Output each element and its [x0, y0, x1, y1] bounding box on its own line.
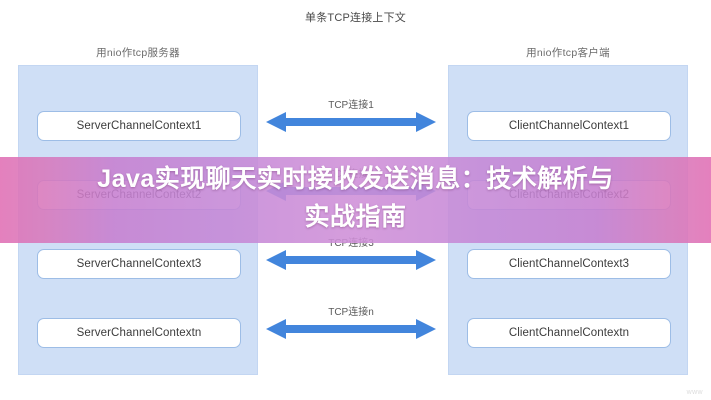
- connection-group-1: TCP连接1: [266, 96, 436, 136]
- watermark: www: [686, 389, 703, 396]
- client-context-box-n[interactable]: ClientChannelContextn: [467, 318, 671, 348]
- server-context-box-3[interactable]: ServerChannelContext3: [37, 249, 241, 279]
- connection-group-3: TCP连接3: [266, 234, 436, 274]
- right-panel-header: 用nio作tcp客户端: [526, 47, 610, 59]
- connection-group-n: TCP连接n: [266, 303, 436, 343]
- diagram-title: 单条TCP连接上下文: [305, 12, 406, 24]
- overlay-title-line-1: Java实现聊天实时接收发送消息：技术解析与: [97, 165, 614, 193]
- bidirectional-arrow-icon: [266, 319, 436, 339]
- bidirectional-arrow-icon: [266, 112, 436, 132]
- left-panel-header: 用nio作tcp服务器: [96, 47, 180, 59]
- connection-label-1: TCP连接1: [328, 100, 374, 111]
- connection-label-n: TCP连接n: [328, 307, 374, 318]
- overlay-title-line-2: 实战指南: [304, 203, 407, 231]
- overlay-banner: [0, 157, 711, 243]
- client-context-box-3[interactable]: ClientChannelContext3: [467, 249, 671, 279]
- client-context-box-1[interactable]: ClientChannelContext1: [467, 111, 671, 141]
- overlay-title: Java实现聊天实时接收发送消息：技术解析与 实战指南: [0, 160, 711, 236]
- connection-label-3: TCP连接3: [328, 238, 374, 249]
- bidirectional-arrow-icon: [266, 250, 436, 270]
- server-context-box-n[interactable]: ServerChannelContextn: [37, 318, 241, 348]
- server-context-box-1[interactable]: ServerChannelContext1: [37, 111, 241, 141]
